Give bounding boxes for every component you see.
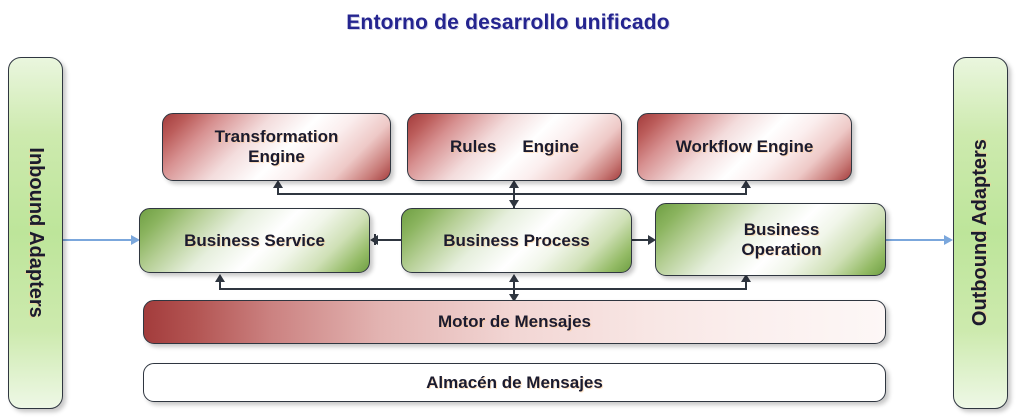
connector-bus-to-process-arrowhead bbox=[509, 200, 519, 208]
connector-bus-to-process bbox=[513, 182, 516, 208]
connector-message-bus bbox=[219, 288, 747, 291]
message-engine-label: Motor de Mensajes bbox=[437, 312, 592, 332]
connector-operation-to-outbound bbox=[886, 239, 948, 241]
inbound-adapters-label: Inbound Adapters bbox=[25, 147, 48, 319]
business-service-label: Business Service bbox=[184, 230, 325, 250]
rules-engine-node[interactable]: Rules Engine bbox=[407, 113, 622, 181]
connector-message-bus-riser-service bbox=[219, 280, 222, 290]
outbound-adapters-node[interactable]: Outbound Adapters bbox=[953, 57, 1008, 409]
connector-message-bus-arrow-service bbox=[215, 274, 225, 282]
business-operation-label: Business Operation bbox=[741, 219, 822, 259]
connector-process-to-service bbox=[374, 239, 401, 242]
transformation-engine-label: Transformation Engine bbox=[214, 127, 339, 166]
connector-message-bus-riser-operation bbox=[745, 280, 748, 290]
rules-engine-label: Rules Engine bbox=[450, 137, 579, 157]
connector-process-to-service-arrowhead bbox=[370, 235, 378, 245]
business-operation-node[interactable]: Business Operation bbox=[655, 203, 886, 276]
message-store-label: Almacén de Mensajes bbox=[426, 372, 603, 392]
connector-bus-to-message-engine bbox=[513, 277, 516, 302]
connector-process-to-operation-arrowhead bbox=[648, 235, 656, 245]
connector-inbound-to-service-arrowhead bbox=[131, 235, 140, 245]
connector-operation-to-outbound-arrowhead bbox=[944, 235, 953, 245]
connector-engine-bus bbox=[277, 193, 747, 196]
page-title: Entorno de desarrollo unificado bbox=[346, 11, 670, 34]
transformation-engine-node[interactable]: Transformation Engine bbox=[162, 113, 391, 181]
workflow-engine-label: Workflow Engine bbox=[675, 137, 814, 157]
workflow-engine-node[interactable]: Workflow Engine bbox=[637, 113, 852, 181]
connector-process-to-operation bbox=[632, 239, 651, 242]
business-service-node[interactable]: Business Service bbox=[139, 208, 370, 273]
connector-inbound-to-service bbox=[63, 239, 135, 241]
connector-bus-arrow-transformation bbox=[273, 180, 283, 188]
connector-bus-riser-workflow bbox=[745, 186, 748, 195]
message-store-node[interactable]: Almacén de Mensajes bbox=[143, 363, 886, 402]
connector-bus-arrow-workflow bbox=[741, 180, 751, 188]
business-process-node[interactable]: Business Process bbox=[401, 208, 632, 273]
message-engine-node[interactable]: Motor de Mensajes bbox=[143, 300, 886, 344]
connector-message-bus-arrow-operation bbox=[741, 274, 751, 282]
business-process-label: Business Process bbox=[443, 230, 590, 250]
connector-bus-riser-transformation bbox=[277, 186, 280, 195]
outbound-adapters-label: Outbound Adapters bbox=[968, 139, 991, 327]
connector-bus-to-message-engine-arrowhead bbox=[509, 294, 519, 302]
inbound-adapters-node[interactable]: Inbound Adapters bbox=[8, 57, 63, 409]
